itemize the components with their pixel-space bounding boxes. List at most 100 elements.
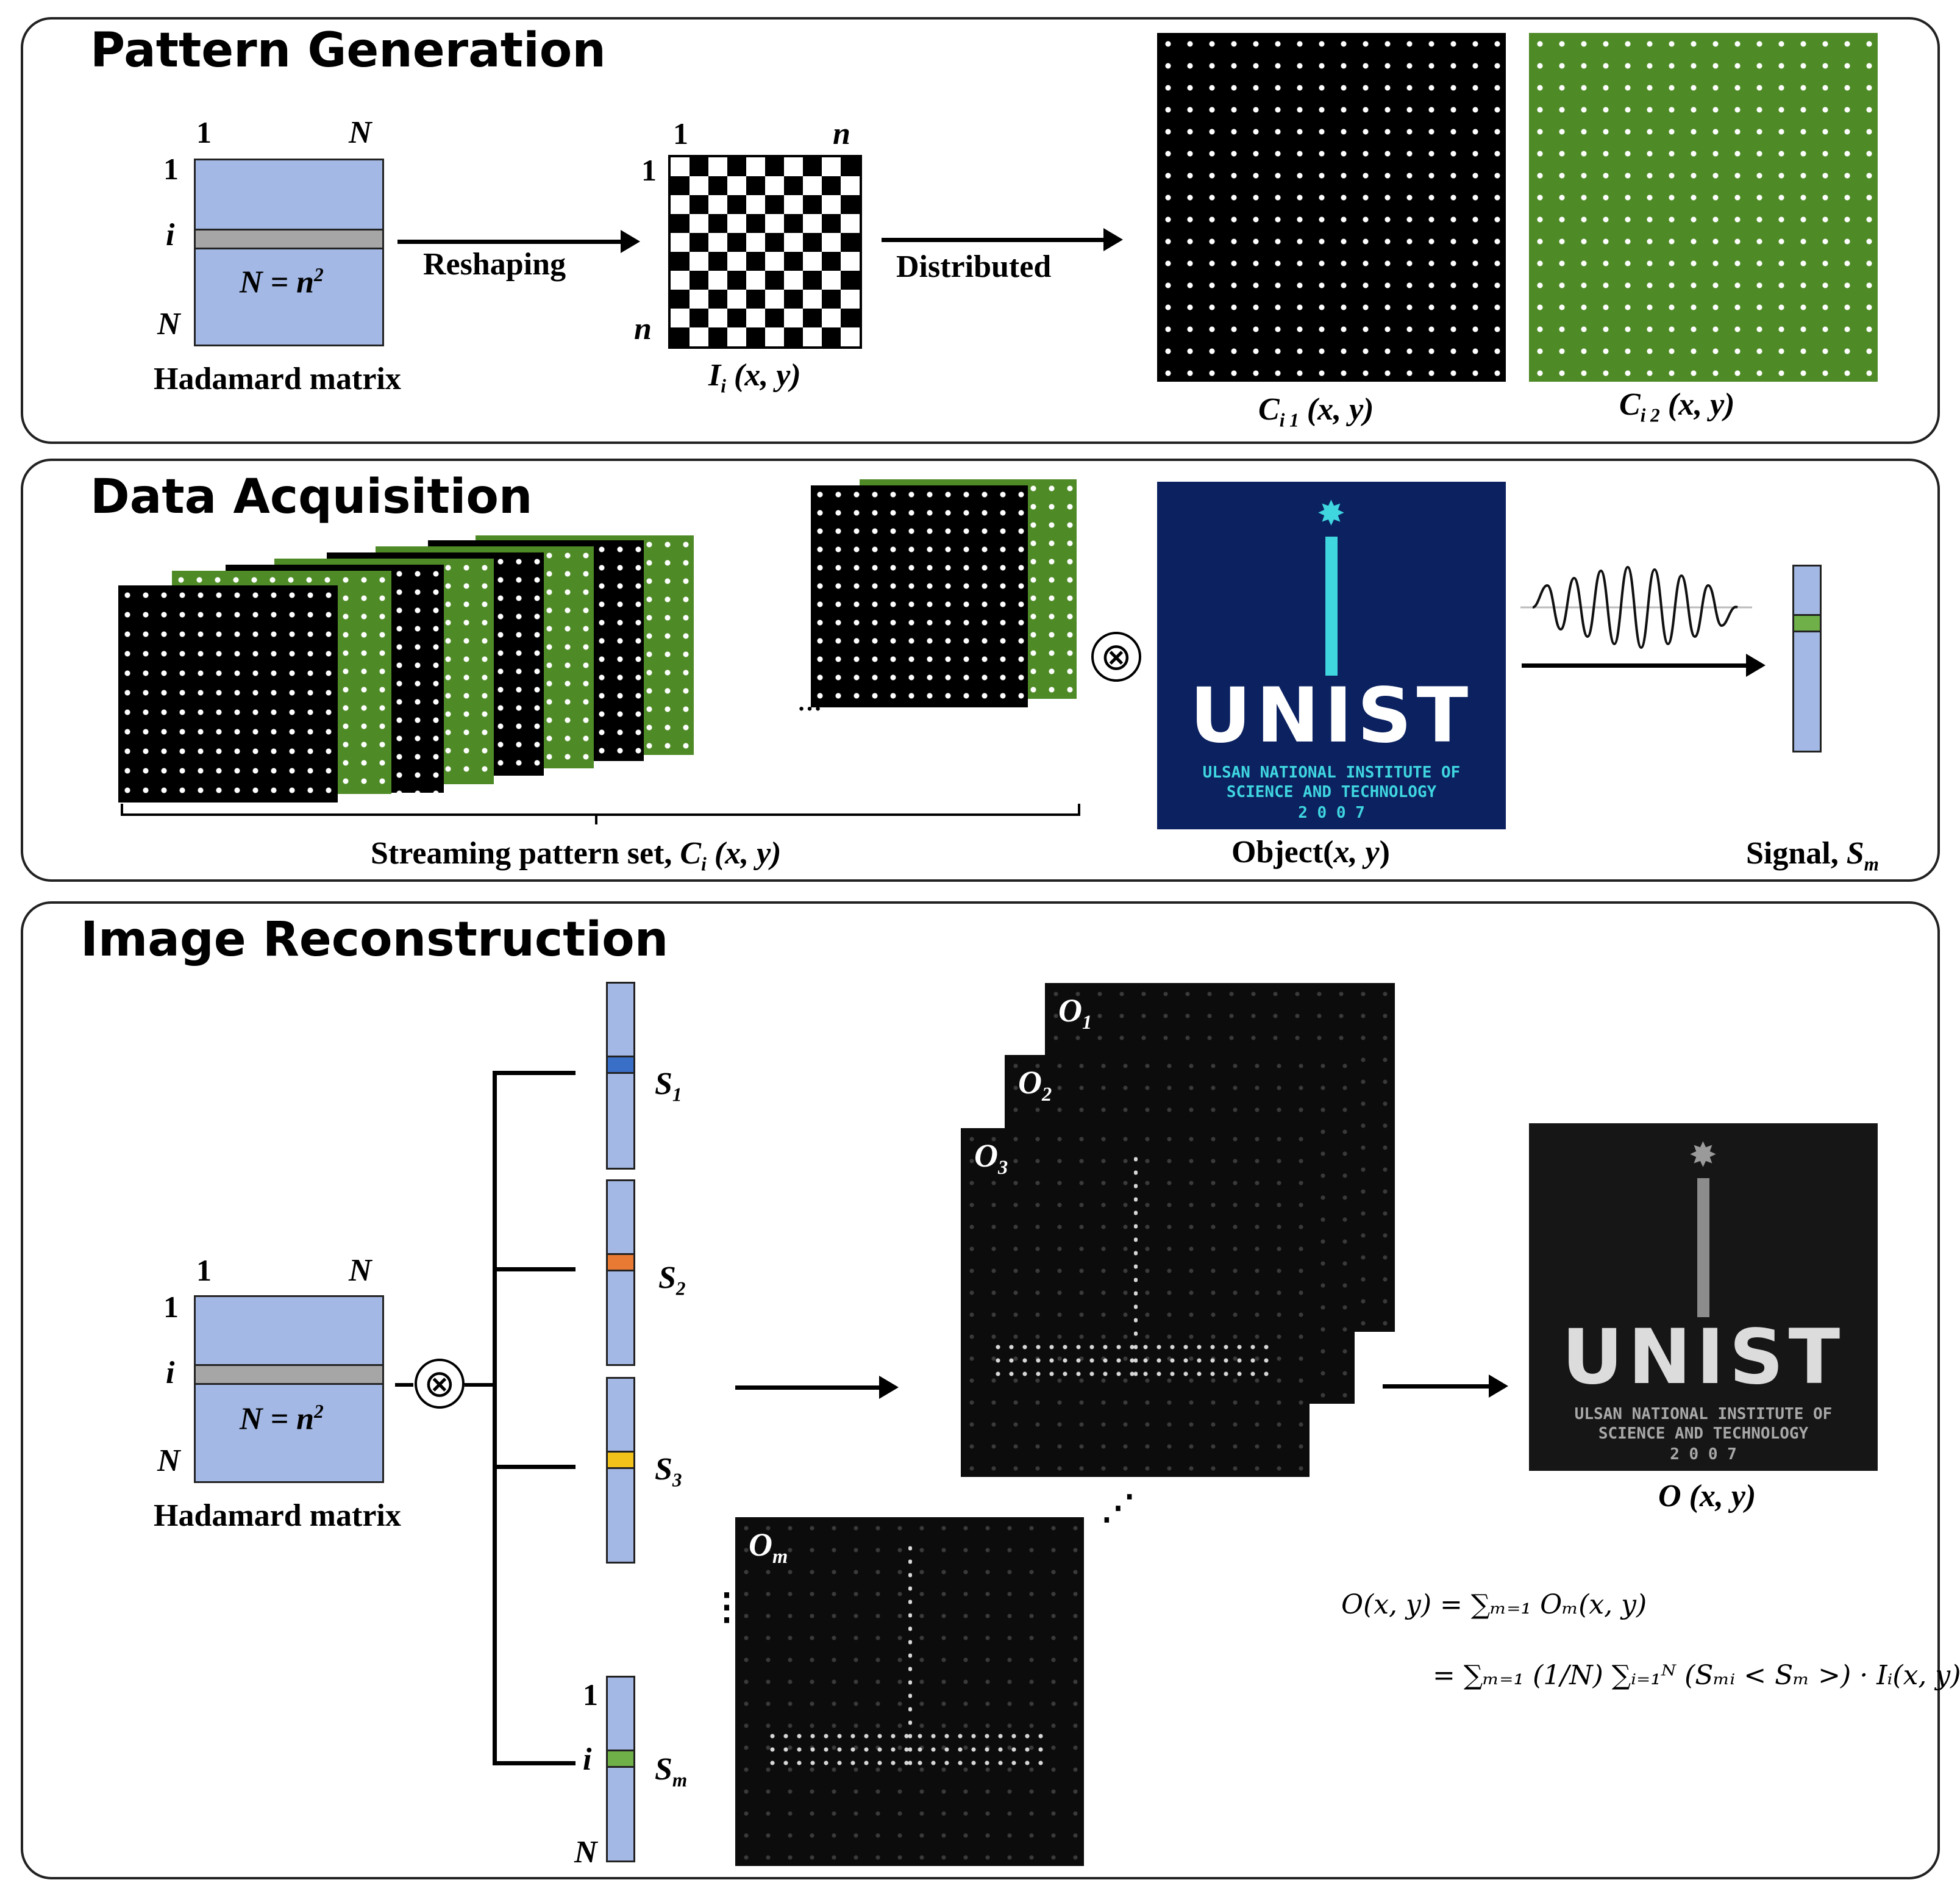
grid-col-1-label: 1: [673, 116, 688, 151]
sm-row-i-label: i: [583, 1742, 592, 1777]
object-image: ✸ UNIST ULSAN NATIONAL INSTITUTE OF SCIE…: [1157, 482, 1506, 829]
signal-caption: Signal, Sm: [1746, 836, 1879, 875]
logo-star-icon: ✸: [1317, 494, 1345, 534]
om-label: Om: [749, 1526, 788, 1568]
to-partial-images-arrow: [735, 1376, 899, 1399]
matrix-to-operator-line: [395, 1383, 413, 1387]
to-final-image-arrow: [1383, 1374, 1508, 1398]
distributed-arrow: [882, 228, 1123, 251]
om-dots-text: [766, 1729, 1046, 1772]
tree-trunk: [493, 1071, 497, 1765]
c2-caption: Ci 2 (x, y): [1619, 387, 1735, 426]
hadamard-row-n-label: N: [157, 307, 180, 341]
stream-caption: Streaming pattern set, Ci (x, y): [371, 836, 782, 875]
hadamard-matrix: N = n2: [194, 159, 384, 346]
recon-bar: [1697, 1178, 1709, 1317]
signal-vector-highlight: [1794, 614, 1820, 632]
hadamard2-equation: N = n2: [240, 1401, 324, 1437]
formula-line-2: = ∑ₘ₌₁ (1/N) ∑ᵢ₌₁ᴺ (Sₘᵢ < Sₘ >) · Iᵢ(x, …: [1433, 1660, 1960, 1691]
hadamard2-row-1-label: 1: [163, 1290, 179, 1324]
recon-line-2: SCIENCE AND TECHNOLOGY: [1598, 1425, 1809, 1443]
stream-brace-left: [121, 804, 123, 816]
pattern-generation-title: Pattern Generation: [90, 23, 606, 78]
hadamard-equation: N = n2: [240, 264, 324, 300]
signal-vector-s2: [606, 1179, 635, 1366]
hadamard-row-band: [196, 229, 382, 249]
stream-pattern-far-black: [811, 485, 1028, 707]
hadamard-matrix-reconstruction: N = n2: [194, 1295, 384, 1483]
sm-label: Sm: [655, 1752, 688, 1791]
reshaping-label: Reshaping: [423, 247, 566, 282]
reconstructed-image: ✸ UNIST ULSAN NATIONAL INSTITUTE OF SCIE…: [1529, 1123, 1878, 1471]
hadamard-col-1-label: 1: [196, 115, 212, 149]
c1-caption: Ci 1 (x, y): [1258, 392, 1374, 431]
partial-image-o3: O3: [961, 1128, 1310, 1477]
tree-branch-2: [493, 1267, 576, 1271]
s1-highlight: [608, 1056, 633, 1074]
stream-ellipsis: …: [797, 688, 822, 716]
reshaping-arrow: [397, 230, 640, 253]
operator-to-tree-line: [465, 1383, 494, 1387]
o3-dots-text: [991, 1340, 1272, 1383]
recon-line-1: ULSAN NATIONAL INSTITUTE OF: [1574, 1405, 1833, 1423]
tree-branch-m: [493, 1761, 576, 1765]
image-reconstruction-title: Image Reconstruction: [80, 912, 669, 967]
logo-bar: [1325, 537, 1338, 676]
stream-brace-right: [1078, 804, 1080, 816]
recon-year: 2 0 0 7: [1670, 1445, 1737, 1464]
reshaped-pattern-caption: Ii (x, y): [708, 358, 801, 397]
signal-vector-s3: [606, 1377, 635, 1564]
stream-brace-mid: [595, 813, 597, 824]
multiply-operator-acquisition: ⊗: [1091, 632, 1141, 682]
hadamard2-caption: Hadamard matrix: [154, 1498, 401, 1533]
recon-star-icon: ✸: [1689, 1135, 1717, 1175]
distributed-pattern-c1: [1157, 33, 1506, 382]
sm-highlight: [608, 1750, 633, 1768]
grid-col-n-label: n: [833, 116, 850, 151]
o3-dots-vertical: [1134, 1153, 1138, 1384]
tree-branch-3: [493, 1465, 576, 1469]
diagonal-ellipsis-images: ⋰: [1101, 1489, 1135, 1527]
logo-wordmark: UNIST: [1189, 672, 1474, 760]
s3-highlight: [608, 1451, 633, 1469]
o1-label: O1: [1058, 992, 1092, 1034]
sm-row-n-label: N: [574, 1835, 597, 1870]
sm-row-1-label: 1: [583, 1678, 598, 1712]
hadamard-col-n-label: N: [349, 115, 372, 150]
om-dots-vertical: [908, 1542, 912, 1773]
grid-row-n-label: n: [634, 312, 652, 346]
reconstructed-caption: O (x, y): [1658, 1479, 1756, 1514]
signal-vector: [1792, 565, 1822, 752]
multiply-operator-reconstruction: ⊗: [415, 1359, 465, 1409]
s1-label: S1: [655, 1067, 682, 1106]
o2-label: O2: [1018, 1064, 1052, 1106]
signal-arrow: [1522, 654, 1766, 677]
s2-highlight: [608, 1253, 633, 1271]
hadamard-row-i-label: i: [166, 218, 175, 252]
signal-vector-s1: [606, 982, 635, 1170]
logo-year: 2 0 0 7: [1298, 804, 1365, 822]
signal-wave: [1520, 565, 1752, 649]
hadamard2-col-n-label: N: [349, 1253, 372, 1288]
data-acquisition-title: Data Acquisition: [90, 470, 533, 524]
distributed-label: Distributed: [896, 249, 1052, 284]
stream-brace-line: [121, 813, 1080, 816]
s2-label: S2: [658, 1260, 686, 1299]
hadamard-row-1-label: 1: [163, 152, 179, 186]
hadamard2-row-i-label: i: [166, 1356, 175, 1390]
object-caption: Object(x, y): [1231, 835, 1390, 870]
hadamard2-row-n-label: N: [157, 1443, 180, 1478]
partial-image-om: Om: [735, 1517, 1084, 1866]
grid-row-1-label: 1: [641, 153, 657, 187]
o3-label: O3: [974, 1137, 1008, 1179]
hadamard2-col-1-label: 1: [196, 1253, 212, 1287]
distributed-pattern-c2: [1529, 33, 1878, 382]
reshaped-hadamard-pattern: [668, 155, 862, 349]
logo-line-1: ULSAN NATIONAL INSTITUTE OF: [1202, 763, 1461, 782]
recon-wordmark: UNIST: [1561, 1314, 1845, 1401]
hadamard-caption: Hadamard matrix: [154, 362, 401, 396]
logo-line-2: SCIENCE AND TECHNOLOGY: [1226, 783, 1437, 801]
s3-label: S3: [655, 1452, 682, 1491]
stream-pattern-1: [118, 585, 338, 803]
signal-vector-sm: [606, 1676, 635, 1862]
